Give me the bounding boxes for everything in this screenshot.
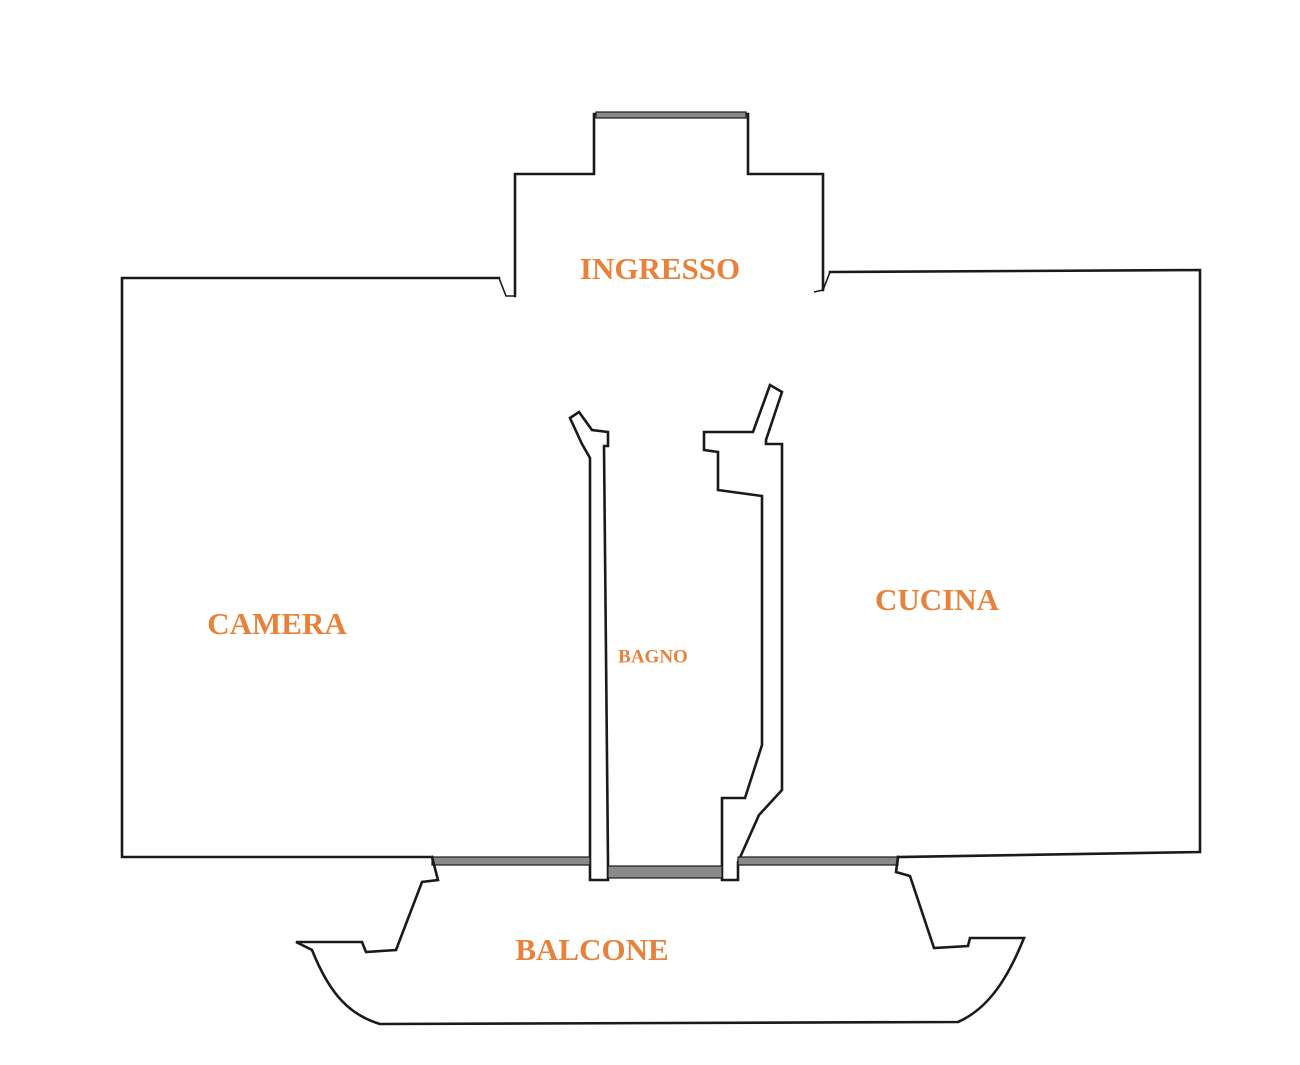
camera-wall: [120, 276, 501, 859]
label-ingresso: INGRESSO: [580, 251, 740, 286]
bagno-wall-right: [702, 383, 784, 882]
bagno-window: [607, 865, 723, 879]
cucina-wall: [828, 268, 1202, 859]
label-balcone: BALCONE: [515, 932, 668, 967]
camera-window: [431, 856, 591, 866]
cucina-window: [737, 856, 899, 866]
bagno-wall-left: [568, 410, 610, 882]
ingresso-door-jamb-right: [813, 271, 831, 293]
ingresso-window: [595, 111, 747, 119]
balcone-wall: [295, 855, 1026, 1026]
label-camera: CAMERA: [207, 606, 347, 641]
label-cucina: CUCINA: [875, 582, 1000, 617]
label-bagno: BAGNO: [618, 646, 688, 667]
ingresso-door-jamb-left: [498, 277, 515, 297]
